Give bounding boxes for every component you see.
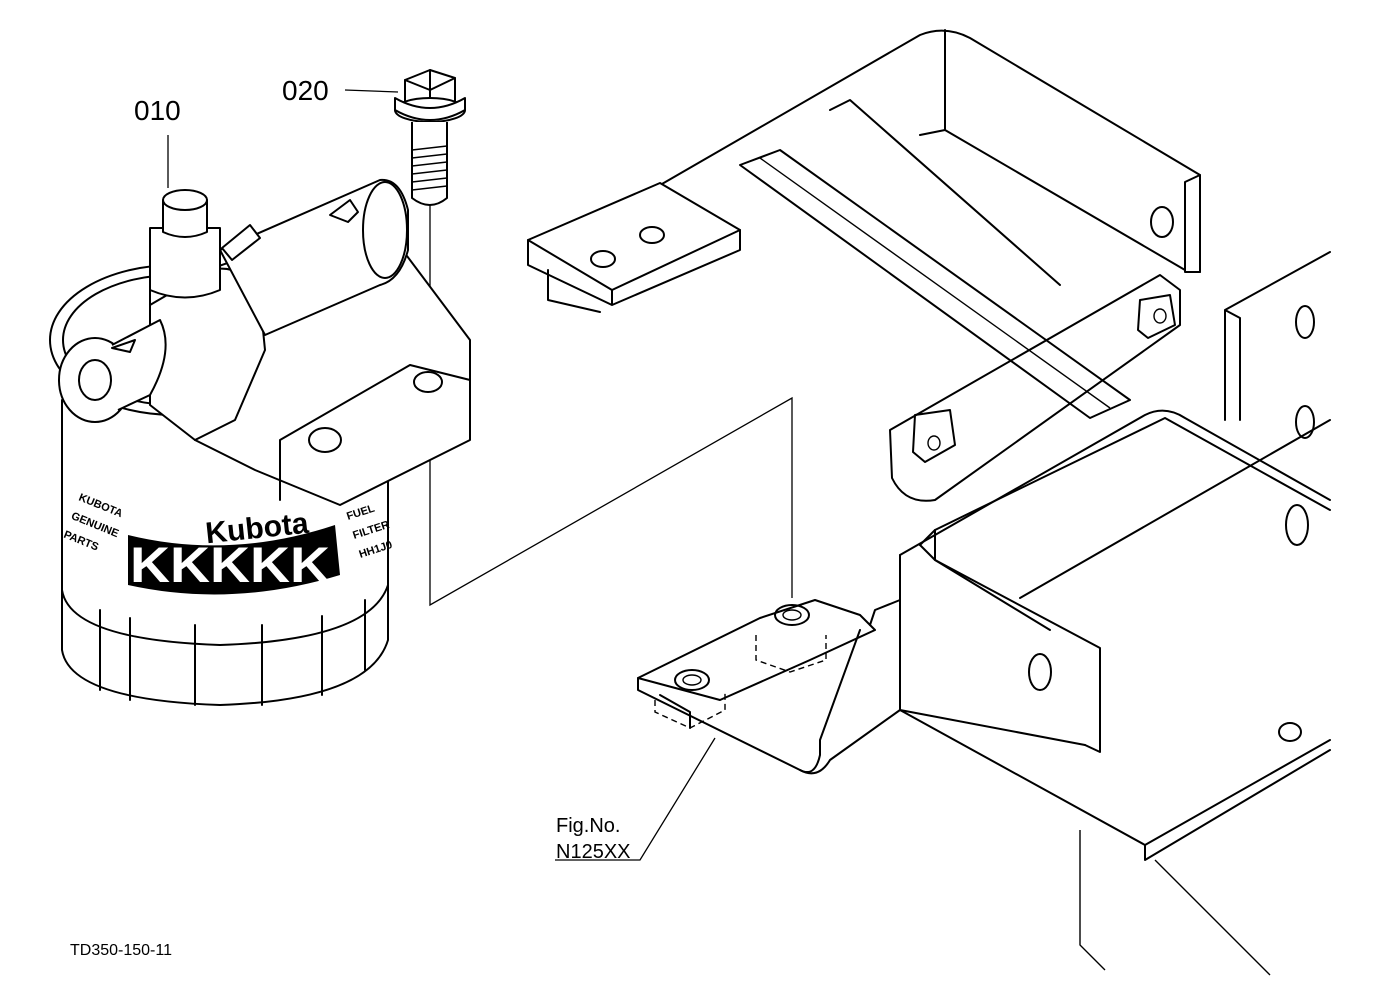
callout-010: 010 [134, 95, 181, 126]
filter-band-print: KKKKK [130, 537, 330, 593]
fuel-filter-assembly-010: KKKKK Kubota KUBOTA GENUINE PARTS FUEL F… [50, 180, 470, 705]
figure-ref-title: Fig.No. [556, 815, 620, 837]
filter-label-band [128, 525, 340, 595]
tractor-frame [528, 30, 1330, 975]
drawing-code: TD350-150-11 [70, 942, 172, 959]
figure-ref-number: N125XX [556, 841, 631, 863]
callout-020: 020 [282, 75, 329, 106]
flange-bolt-020 [395, 70, 465, 205]
